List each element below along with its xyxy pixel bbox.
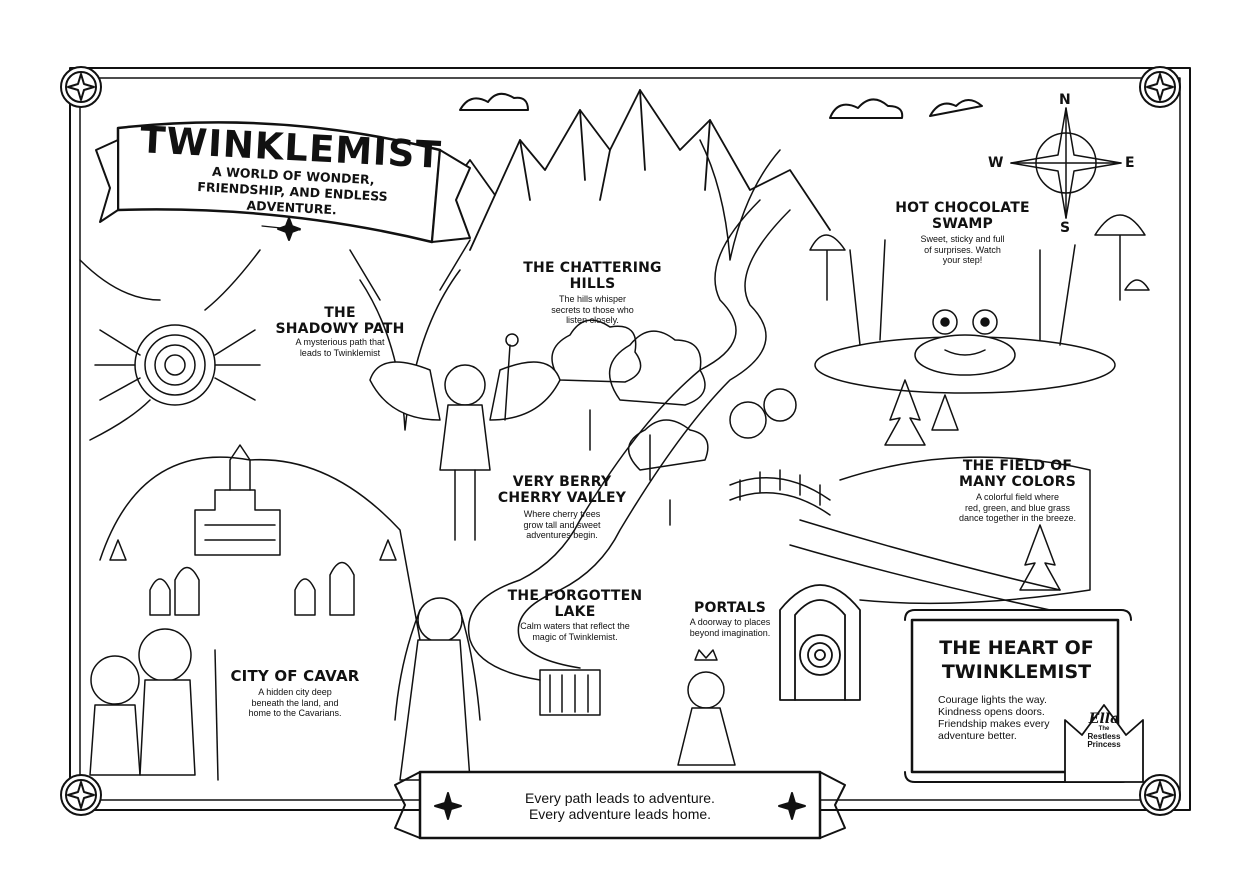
location-desc: magic of Twinklemist.: [532, 631, 618, 642]
bridge: [729, 469, 831, 516]
cavarian-characters: [89, 628, 219, 781]
label-forgotten-lake: THE FORGOTTEN LAKE Calm waters that refl…: [485, 588, 665, 642]
footer-line: Every path leads to adventure.: [525, 790, 715, 806]
footer-line: Every adventure leads home.: [528, 806, 712, 822]
location-desc: The hills whisper: [558, 294, 627, 304]
portal-archway: [779, 584, 861, 701]
corner-star-icon: [1139, 66, 1181, 108]
location-desc: A mysterious path that: [295, 337, 385, 347]
location-desc: A doorway to places: [689, 617, 771, 627]
heart-of-twinklemist-panel: THE HEART OF TWINKLEMIST Courage lights …: [914, 622, 1119, 772]
location-desc: beneath the land, and: [251, 697, 339, 708]
label-cherry-valley: VERY BERRY CHERRY VALLEY Where cherry tr…: [497, 474, 627, 541]
waterfall: [539, 669, 601, 716]
location-desc: listen closely.: [566, 315, 619, 325]
label-chattering-hills: THE CHATTERING HILLS The hills whisper s…: [500, 260, 685, 326]
mountains: [439, 89, 831, 251]
location-desc: leads to Twinklemist: [299, 347, 381, 358]
logo-the: The: [1098, 726, 1110, 732]
location-desc: red, green, and blue grass: [964, 502, 1071, 513]
location-title: THE: [324, 305, 356, 321]
pine-trees: [884, 379, 1061, 591]
corner-star-icon: [60, 66, 102, 108]
location-title: MANY COLORS: [958, 474, 1077, 490]
location-desc: grow tall and sweet: [523, 519, 601, 530]
heart-title-line: THE HEART OF: [939, 637, 1094, 659]
location-desc: home to the Cavarians.: [248, 708, 342, 718]
compass-north: N: [1059, 92, 1071, 108]
logo-line: Princess: [1087, 740, 1121, 749]
princess-character: [394, 597, 481, 781]
city-of-cavar: [99, 444, 421, 641]
corner-star-icon: [1139, 774, 1181, 816]
location-desc: adventures begin.: [526, 530, 598, 540]
logo-name: Ella: [1088, 711, 1120, 727]
location-desc: Where cherry trees: [523, 509, 601, 519]
fairy-character: [369, 333, 561, 541]
location-desc: A hidden city deep: [258, 687, 332, 697]
location-desc: A colorful field where: [975, 492, 1060, 502]
footer-motto: Every path leads to adventure. Every adv…: [460, 790, 780, 822]
label-hot-chocolate-swamp: HOT CHOCOLATE SWAMP Sweet, sticky and fu…: [895, 200, 1030, 266]
location-desc: beyond imagination.: [689, 627, 771, 638]
heart-body-line: Courage lights the way.: [938, 694, 1047, 706]
location-desc: Sweet, sticky and full: [920, 234, 1005, 244]
label-shadowy-path: THE SHADOWY PATH A mysterious path that …: [275, 305, 405, 358]
ella-restless-princess-logo: Ella The Restless Princess: [1068, 711, 1140, 749]
corner-star-icon: [60, 774, 102, 816]
location-title: THE FIELD OF: [962, 458, 1073, 474]
cloud-icon: [459, 92, 529, 111]
location-title: CHERRY VALLEY: [497, 490, 627, 506]
compass-south: S: [1060, 220, 1071, 236]
cloud-icon: [829, 98, 904, 119]
location-desc: Calm waters that reflect the: [520, 621, 630, 631]
river: [467, 199, 791, 681]
shadowy-path-vortex: [79, 249, 261, 441]
compass-west: W: [988, 155, 1004, 171]
hot-chocolate-swamp: [809, 214, 1150, 394]
location-title: VERY BERRY: [512, 474, 612, 490]
twisted-tree: [349, 139, 781, 431]
star-icon: [434, 792, 462, 820]
location-title: HOT CHOCOLATE: [895, 200, 1030, 216]
location-desc: dance together in the breeze.: [958, 513, 1077, 523]
label-city-of-cavar: CITY OF CAVAR A hidden city deep beneath…: [225, 668, 365, 719]
compass-rose-icon: [1010, 107, 1122, 219]
ella-logo-crown-icon: [1064, 704, 1144, 783]
location-desc: your step!: [942, 255, 983, 265]
logo-line: Restless: [1087, 732, 1121, 741]
label-portals: PORTALS A doorway to places beyond imagi…: [675, 600, 785, 638]
location-title: THE CHATTERING HILLS: [523, 260, 662, 292]
location-title: SWAMP: [932, 216, 993, 232]
location-title: SHADOWY PATH: [275, 321, 405, 337]
location-title: PORTALS: [693, 600, 766, 616]
location-desc: of surprises. Watch: [924, 244, 1001, 255]
location-title: THE FORGOTTEN LAKE: [507, 588, 643, 620]
heart-body-line: adventure better.: [938, 730, 1017, 742]
label-field-of-many-colors: THE FIELD OF MANY COLORS A colorful fiel…: [950, 458, 1085, 524]
cherry-trees: [551, 319, 797, 526]
location-title: CITY OF CAVAR: [230, 667, 360, 685]
cloud-icon: [929, 99, 983, 117]
star-icon: [778, 792, 806, 820]
location-desc: secrets to those who: [551, 304, 634, 315]
small-princess-character: [677, 649, 736, 766]
heart-body-line: Friendship makes every: [938, 718, 1050, 730]
heart-title: THE HEART OF TWINKLEMIST: [924, 636, 1109, 684]
title-banner: [95, 121, 471, 244]
heart-title-line: TWINKLEMIST: [941, 661, 1092, 683]
heart-body-line: Kindness opens doors.: [938, 706, 1045, 718]
field-of-many-colors: [789, 456, 1091, 611]
footer-scroll: [394, 770, 846, 840]
heart-body: Courage lights the way. Kindness opens d…: [938, 694, 1108, 742]
compass-east: E: [1125, 155, 1135, 171]
